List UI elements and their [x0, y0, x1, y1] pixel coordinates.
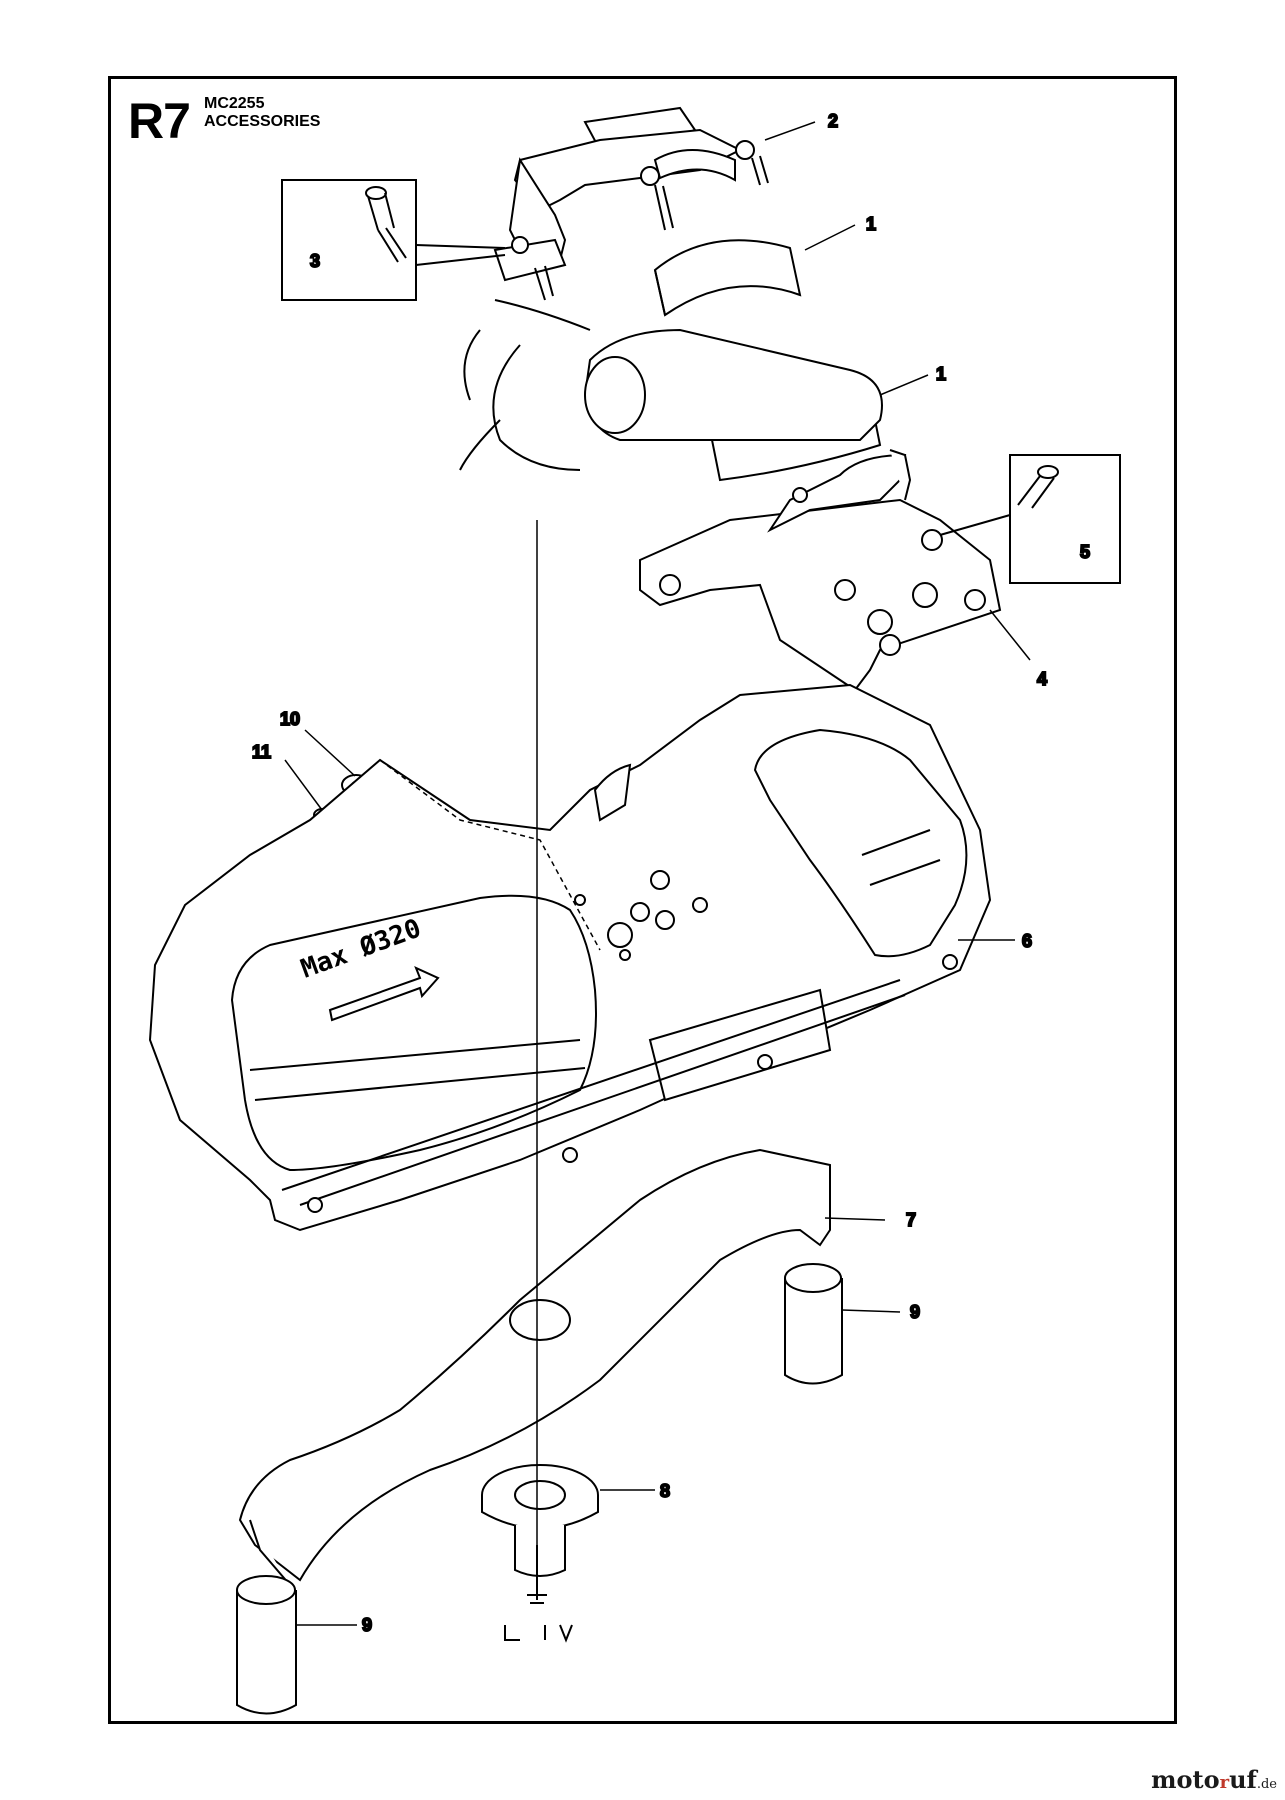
watermark-logo: motoruf.de [1151, 1765, 1277, 1794]
part-screw-5 [939, 454, 1121, 584]
part-screw-3 [281, 179, 554, 301]
part-blade-guard: Max Ø320 [148, 683, 992, 1232]
part-sleeve-upper [784, 1263, 843, 1385]
part-flange-bolt [481, 1464, 599, 1577]
part-sleeve-lower [236, 1575, 297, 1715]
part-clamp-base [639, 449, 1002, 692]
callout-1-lower: 1 [936, 364, 946, 384]
leader-lines [284, 121, 1031, 1626]
callout-1-upper: 1 [866, 214, 876, 234]
model-number: MC2255 [204, 95, 265, 112]
callout-9-lower: 9 [362, 1615, 372, 1635]
callout-3: 3 [310, 251, 320, 271]
callout-4: 4 [1037, 669, 1047, 689]
callout-8: 8 [660, 1481, 670, 1501]
part-blade [238, 1148, 831, 1586]
callout-5: 5 [1080, 542, 1090, 562]
handle-tube [459, 299, 883, 471]
callout-2: 2 [828, 111, 838, 131]
part-clamp-half-upper [653, 239, 802, 317]
callout-7: 7 [906, 1210, 916, 1230]
part-upper-clamp [493, 106, 769, 282]
callout-9-upper: 9 [910, 1302, 920, 1322]
callout-11: 11 [252, 742, 271, 762]
callout-6: 6 [1022, 931, 1032, 951]
drawing-frame [108, 76, 1177, 1724]
callout-labels: 2 1 3 1 5 4 10 11 6 7 9 8 9 [251, 110, 1091, 1636]
callout-10: 10 [280, 709, 300, 729]
section-title: ACCESSORIES [204, 113, 321, 130]
diagram-code: R7 [128, 93, 191, 149]
